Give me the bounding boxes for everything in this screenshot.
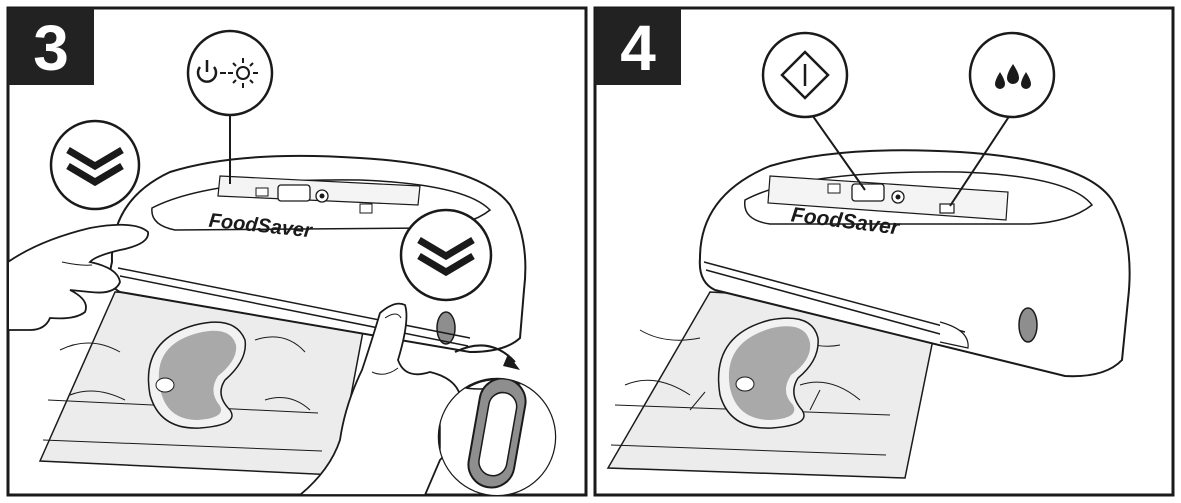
step-3-badge <box>8 8 94 85</box>
power-light-callout <box>186 29 274 117</box>
double-chevron-down-icon <box>417 236 475 261</box>
vacuum-sealer-appliance: FoodSaver <box>698 149 1131 378</box>
press-down-callout-left <box>49 119 141 211</box>
double-chevron-down-icon <box>66 146 124 171</box>
step-3-panel: FoodSaver <box>6 6 588 497</box>
moist-callout <box>968 31 1056 119</box>
step-3-number: 3 <box>33 12 69 84</box>
press-down-callout-right <box>399 208 493 302</box>
side-latch <box>1018 307 1038 343</box>
step-4-badge <box>595 8 681 85</box>
start-callout <box>761 31 849 119</box>
power-icon <box>196 60 218 83</box>
moist-callout-leader <box>949 111 1013 207</box>
moist-button <box>939 203 955 214</box>
start-diamond-icon <box>780 50 830 100</box>
left-hand <box>9 223 149 331</box>
step-4-number: 4 <box>620 12 656 84</box>
start-button <box>851 183 885 202</box>
seal-button <box>277 184 311 202</box>
step-4-panel: FoodSaver <box>593 6 1175 497</box>
moist-drops-icon <box>995 64 1031 89</box>
latch-zoom-callout <box>437 377 557 495</box>
light-icon <box>228 58 258 88</box>
food-item <box>717 317 819 429</box>
start-callout-leader <box>809 111 866 191</box>
food-item <box>147 321 247 429</box>
side-latch <box>436 311 456 345</box>
vacuum-sealer-appliance: FoodSaver <box>109 154 527 354</box>
